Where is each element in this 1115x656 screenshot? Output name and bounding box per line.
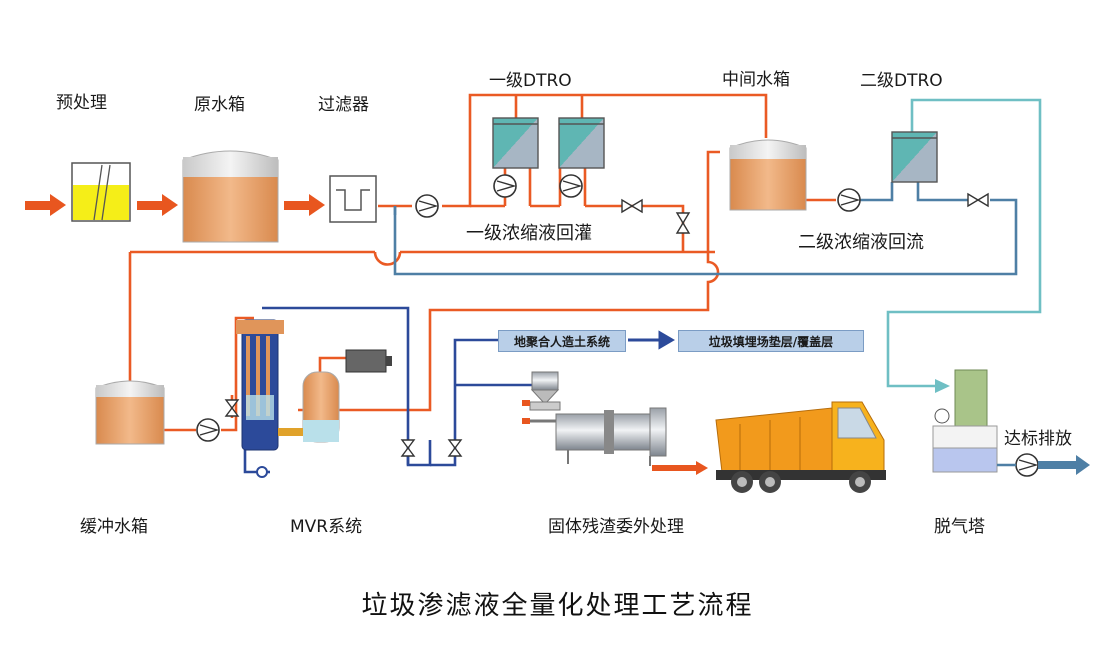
label-filter: 过滤器 bbox=[318, 95, 369, 115]
label-conc1-recharge: 一级浓缩液回灌 bbox=[466, 223, 592, 244]
landfill-layer-box: 垃圾填埋场垫层/覆盖层 bbox=[678, 330, 864, 352]
degas-tower bbox=[932, 369, 998, 473]
diagram-title: 垃圾渗滤液全量化处理工艺流程 bbox=[361, 591, 754, 621]
dump-truck bbox=[715, 401, 886, 493]
label-pretreatment: 预处理 bbox=[56, 93, 107, 113]
pumps bbox=[196, 174, 1039, 477]
valves bbox=[224, 192, 989, 457]
blue-pipes bbox=[243, 306, 532, 474]
label-dtro1: 一级DTRO bbox=[489, 71, 572, 91]
teal-arrow-head bbox=[935, 379, 950, 393]
buffer-tank bbox=[95, 380, 165, 445]
label-dtro2: 二级DTRO bbox=[860, 71, 943, 91]
label-solid-residue: 固体残渣委外处理 bbox=[548, 517, 684, 537]
label-discharge: 达标排放 bbox=[1004, 429, 1072, 449]
return-pipes bbox=[393, 182, 1018, 276]
pretreatment-unit bbox=[71, 162, 131, 222]
label-degas-tower: 脱气塔 bbox=[934, 517, 985, 537]
discharge-arrow bbox=[1038, 455, 1090, 475]
mvr-unit bbox=[236, 319, 392, 478]
label-mvr: MVR系统 bbox=[290, 517, 363, 537]
teal-pipes bbox=[886, 98, 1042, 388]
label-conc2-return: 二级浓缩液回流 bbox=[798, 232, 924, 253]
filter-unit bbox=[329, 175, 377, 223]
pump-glyphs bbox=[199, 180, 1039, 471]
orange-pipes bbox=[128, 93, 836, 432]
label-mid-tank: 中间水箱 bbox=[722, 70, 790, 90]
label-buffer-tank: 缓冲水箱 bbox=[80, 517, 148, 537]
soil-system-box: 地聚合人造土系统 bbox=[498, 330, 626, 352]
intermediate-tank bbox=[729, 139, 807, 211]
feed-arrows bbox=[25, 194, 325, 216]
solid-residue-unit bbox=[522, 371, 708, 475]
soil-arrow bbox=[628, 330, 675, 350]
raw-water-tank bbox=[182, 150, 279, 243]
label-raw-tank: 原水箱 bbox=[194, 95, 245, 115]
dtro-modules bbox=[492, 117, 938, 183]
